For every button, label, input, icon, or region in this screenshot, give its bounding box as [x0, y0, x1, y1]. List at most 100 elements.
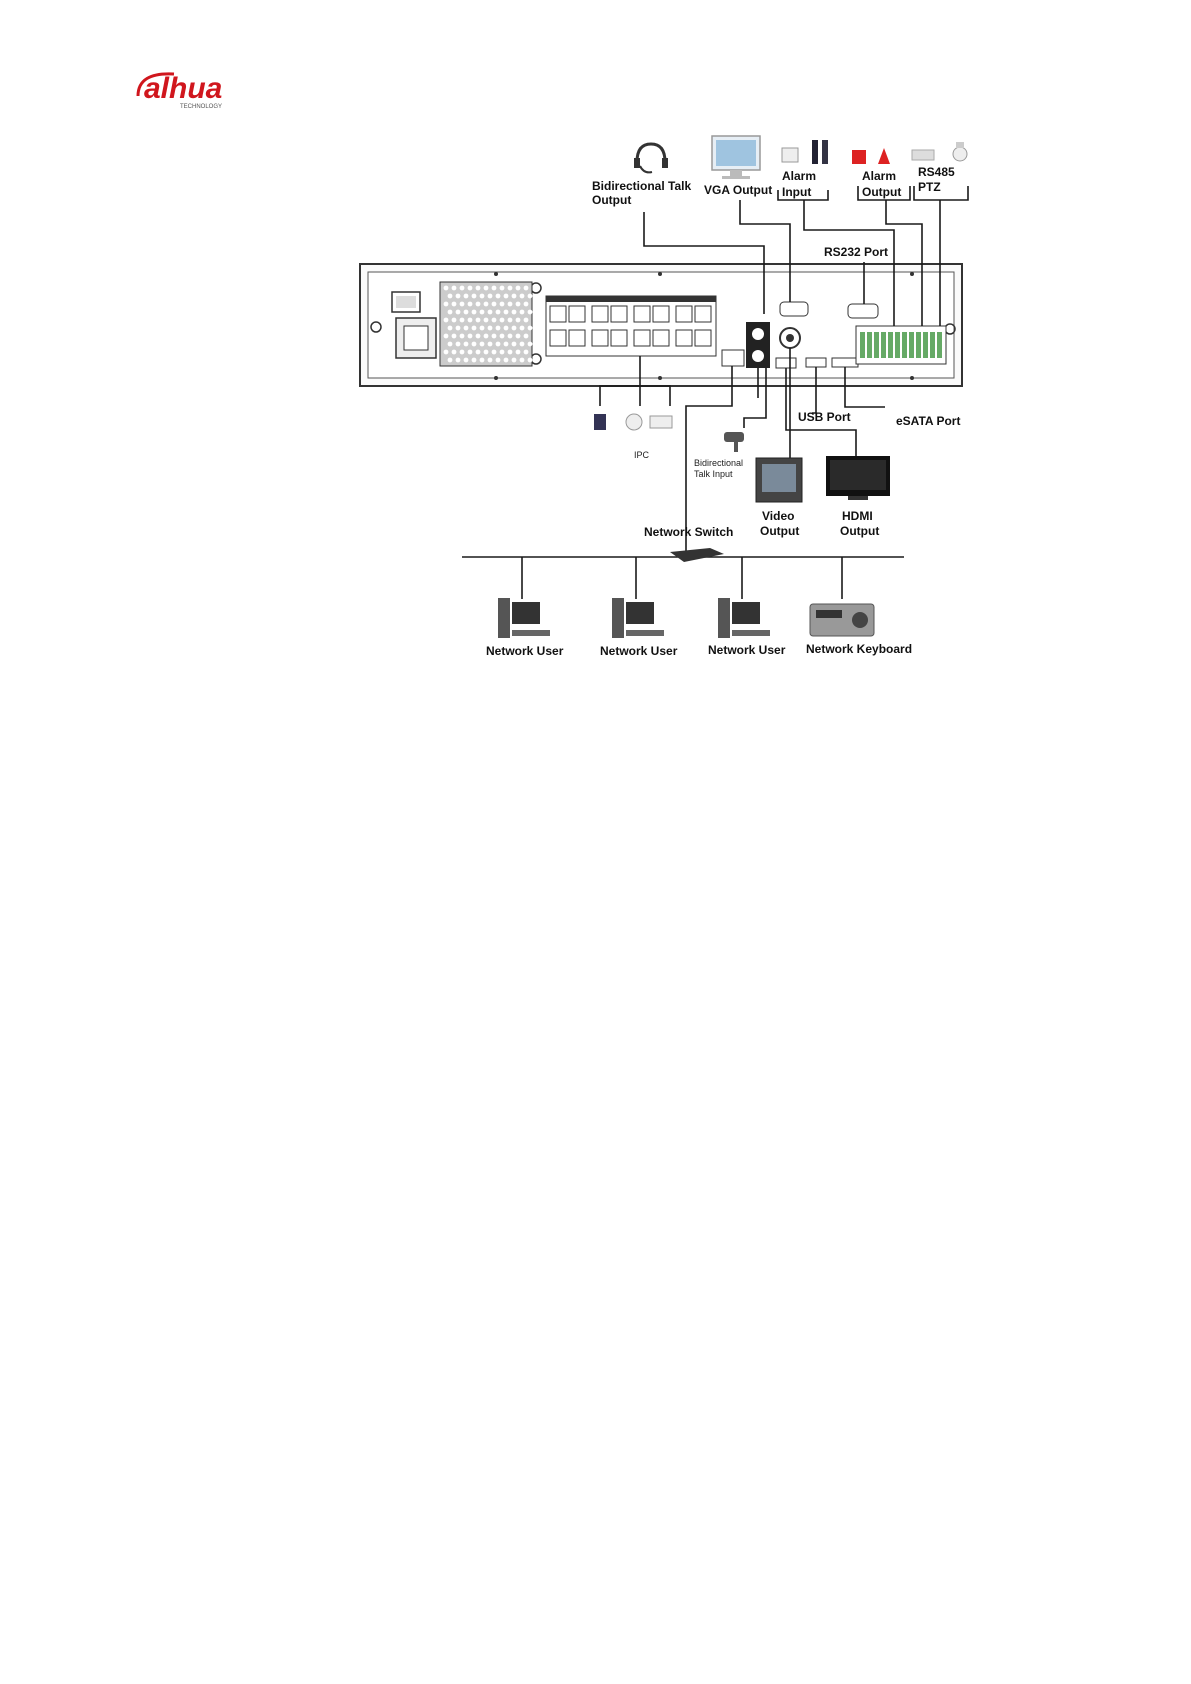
fan-hole	[520, 326, 525, 331]
label-network-keyboard: Network Keyboard	[806, 642, 912, 656]
label-network-user-1: Network User	[486, 644, 564, 658]
poe-port	[569, 330, 585, 346]
fan-hole	[480, 358, 485, 363]
fan-hole	[476, 286, 481, 291]
poe-port	[634, 330, 650, 346]
headset-icon	[634, 144, 668, 172]
fan-hole	[492, 334, 497, 339]
fan-hole	[460, 286, 465, 291]
fan-hole	[508, 318, 513, 323]
terminal-pin	[888, 332, 893, 358]
fan-hole	[516, 350, 521, 355]
fan-hole	[492, 350, 497, 355]
label-ipc: IPC	[634, 450, 650, 460]
terminal-pin	[895, 332, 900, 358]
poe-port	[695, 306, 711, 322]
label-rs485: RS485	[918, 165, 955, 179]
label-alarm-output-2: Output	[862, 185, 901, 199]
label-hdmi-output-2: Output	[840, 524, 879, 538]
fan-hole	[500, 318, 505, 323]
fan-hole	[448, 358, 453, 363]
pc-icon	[612, 598, 664, 638]
fan-hole	[488, 310, 493, 315]
fan-hole	[524, 334, 529, 339]
fan-hole	[444, 334, 449, 339]
pc-icon	[498, 598, 550, 638]
terminal-pin	[930, 332, 935, 358]
terminal-pin	[902, 332, 907, 358]
fan-hole	[508, 286, 513, 291]
terminal-pin	[874, 332, 879, 358]
fan-hole	[520, 294, 525, 299]
terminal-pin	[909, 332, 914, 358]
fan-hole	[456, 358, 461, 363]
fan-hole	[516, 286, 521, 291]
fan-hole	[488, 294, 493, 299]
fan-hole	[468, 318, 473, 323]
fan-hole	[524, 286, 529, 291]
fan-hole	[528, 326, 533, 331]
fan-hole	[468, 350, 473, 355]
poe-port	[634, 306, 650, 322]
fan-hole	[444, 302, 449, 307]
fan-hole	[484, 302, 489, 307]
fan-hole	[484, 286, 489, 291]
fan-hole	[508, 334, 513, 339]
fan-hole	[452, 350, 457, 355]
fan-hole	[452, 286, 457, 291]
nvr-rear-panel	[360, 264, 962, 386]
fan-hole	[444, 318, 449, 323]
label-video-output: Video	[762, 509, 794, 523]
poe-port	[611, 330, 627, 346]
fan-hole	[484, 350, 489, 355]
label-alarm-input-2: Input	[782, 185, 811, 199]
nvr-connection-diagram: Bidirectional Talk Output VGA Output Ala…	[0, 0, 1191, 700]
fan-hole	[456, 342, 461, 347]
fan-hole	[448, 294, 453, 299]
fan-hole	[480, 342, 485, 347]
fan-hole	[500, 350, 505, 355]
fan-hole	[512, 294, 517, 299]
label-vga-output: VGA Output	[704, 183, 772, 197]
fan-hole	[444, 350, 449, 355]
fan-hole	[464, 294, 469, 299]
fan-hole	[480, 294, 485, 299]
fan-hole	[504, 294, 509, 299]
fan-hole	[456, 294, 461, 299]
fan-hole	[520, 310, 525, 315]
terminal-pin	[937, 332, 942, 358]
fan-hole	[456, 326, 461, 331]
fan-hole	[456, 310, 461, 315]
fan-hole	[460, 350, 465, 355]
label-rs232-port: RS232 Port	[824, 245, 888, 259]
fan-hole	[476, 318, 481, 323]
microphone-icon	[724, 432, 744, 452]
poe-port	[653, 306, 669, 322]
fan-hole	[512, 326, 517, 331]
fan-hole	[496, 310, 501, 315]
poe-port	[653, 330, 669, 346]
label-bidir-talk-output-2: Output	[592, 193, 631, 207]
fan-hole	[500, 334, 505, 339]
label-bidir-talk-output: Bidirectional Talk	[592, 179, 691, 193]
fan-hole	[496, 342, 501, 347]
label-usb-port: USB Port	[798, 410, 851, 424]
fan-hole	[512, 310, 517, 315]
fan-hole	[528, 294, 533, 299]
fan-hole	[500, 286, 505, 291]
fan-hole	[504, 358, 509, 363]
terminal-pin	[881, 332, 886, 358]
fan-hole	[448, 310, 453, 315]
poe-port	[611, 306, 627, 322]
fan-hole	[464, 342, 469, 347]
fan-hole	[468, 286, 473, 291]
fan-hole	[512, 358, 517, 363]
fan-hole	[516, 334, 521, 339]
fan-hole	[476, 334, 481, 339]
poe-port	[676, 330, 692, 346]
fan-hole	[516, 302, 521, 307]
fan-hole	[492, 318, 497, 323]
fan-hole	[452, 334, 457, 339]
label-bidir-talk-input-2: Talk Input	[694, 469, 733, 479]
poe-port	[569, 306, 585, 322]
